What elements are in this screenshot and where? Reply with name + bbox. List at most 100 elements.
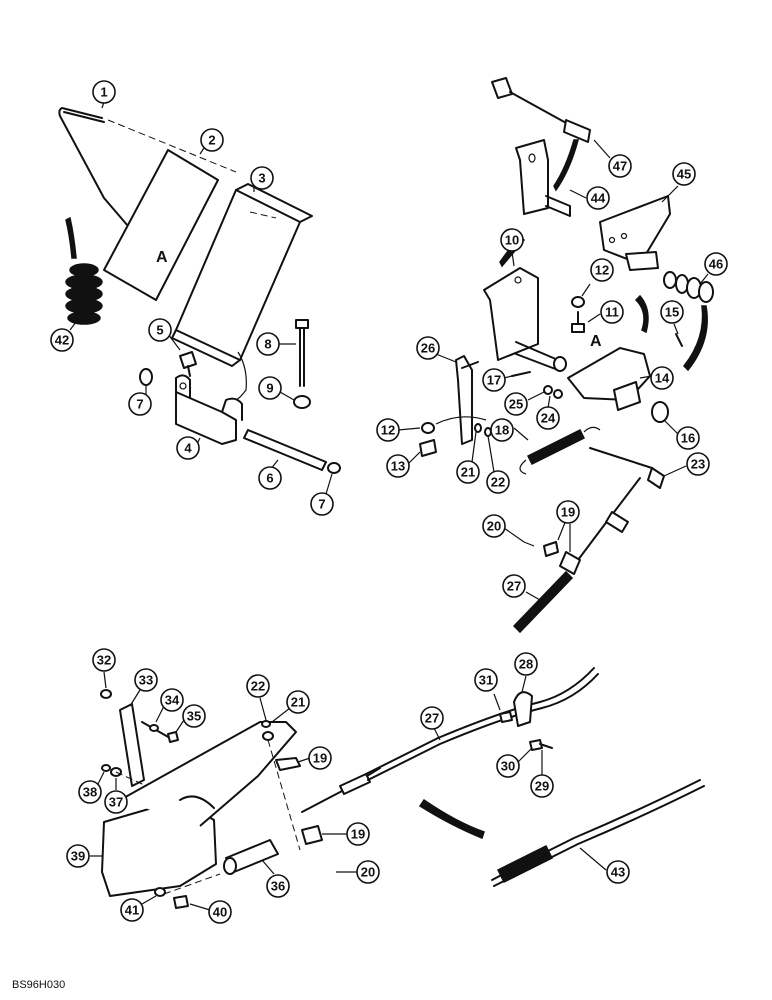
cable-assembly: [100, 667, 705, 909]
svg-text:32: 32: [97, 653, 111, 668]
svg-text:6: 6: [266, 471, 273, 486]
callout-18: 18: [490, 418, 529, 442]
callout-5: 5: [148, 318, 181, 351]
callout-15: 15: [660, 300, 684, 335]
callout-4: 4: [176, 436, 201, 460]
callout-40: 40: [189, 900, 232, 924]
cable-43: [491, 779, 705, 887]
svg-text:28: 28: [519, 657, 533, 672]
svg-text:42: 42: [55, 333, 69, 348]
callout-16: 16: [663, 419, 700, 450]
svg-text:13: 13: [391, 459, 405, 474]
svg-text:3: 3: [258, 171, 265, 186]
callout-25: 25: [504, 391, 545, 416]
callout-33: 33: [129, 668, 158, 707]
svg-text:19: 19: [313, 751, 327, 766]
svg-text:37: 37: [109, 795, 123, 810]
svg-text:12: 12: [381, 423, 395, 438]
svg-text:10: 10: [505, 233, 519, 248]
callout-35: 35: [175, 704, 206, 733]
callout-26: 26: [416, 336, 457, 363]
svg-text:8: 8: [264, 337, 271, 352]
callout-7a: 7: [128, 386, 152, 416]
callout-14: 14: [639, 366, 674, 390]
callout-30: 30: [496, 747, 533, 778]
svg-text:27: 27: [507, 579, 521, 594]
svg-text:14: 14: [655, 371, 670, 386]
svg-text:19: 19: [351, 827, 365, 842]
callout-42: 42: [50, 321, 77, 352]
svg-text:40: 40: [213, 905, 227, 920]
callout-23: 23: [663, 452, 710, 477]
callout-19b: 19: [297, 746, 332, 770]
svg-text:38: 38: [83, 785, 97, 800]
svg-text:11: 11: [605, 305, 619, 320]
svg-text:24: 24: [541, 411, 556, 426]
figure-code: BS96H030: [12, 979, 65, 991]
svg-text:30: 30: [501, 759, 515, 774]
svg-text:5: 5: [156, 323, 163, 338]
callout-2: 2: [199, 128, 224, 155]
svg-text:26: 26: [421, 341, 435, 356]
svg-text:16: 16: [681, 431, 695, 446]
svg-text:35: 35: [187, 709, 201, 724]
svg-text:18: 18: [495, 423, 509, 438]
svg-text:22: 22: [491, 475, 505, 490]
callout-22b: 22: [246, 674, 270, 721]
svg-text:19: 19: [561, 505, 575, 520]
callout-13: 13: [386, 451, 421, 478]
svg-text:4: 4: [184, 441, 192, 456]
callout-43: 43: [579, 847, 630, 884]
svg-text:39: 39: [71, 849, 85, 864]
svg-text:45: 45: [677, 167, 691, 182]
svg-text:25: 25: [509, 397, 523, 412]
callout-1: 1: [92, 80, 116, 109]
svg-text:23: 23: [691, 457, 705, 472]
svg-text:44: 44: [591, 191, 606, 206]
callout-32: 32: [92, 648, 116, 689]
callout-41: 41: [120, 895, 157, 922]
callout-36: 36: [261, 859, 290, 898]
svg-text:20: 20: [487, 519, 501, 534]
callout-8: 8: [256, 332, 296, 356]
callout-44: 44: [569, 186, 610, 210]
callout-27b: 27: [420, 706, 444, 741]
callout-24: 24: [536, 395, 560, 430]
lever-linkage-assembly: A: [419, 77, 714, 634]
callout-31: 31: [474, 668, 501, 711]
callout-3: 3: [250, 166, 274, 192]
svg-text:41: 41: [125, 903, 139, 918]
callout-46: 46: [699, 252, 728, 285]
svg-text:47: 47: [613, 159, 627, 174]
svg-text:7: 7: [136, 397, 143, 412]
callout-34: 34: [155, 688, 184, 723]
svg-text:17: 17: [487, 373, 501, 388]
callout-22a: 22: [486, 435, 510, 494]
callout-45: 45: [661, 162, 696, 203]
svg-text:A: A: [590, 333, 602, 350]
callout-19a: 19: [556, 500, 580, 552]
svg-text:1: 1: [100, 85, 107, 100]
callout-38: 38: [78, 771, 105, 804]
callout-28: 28: [514, 652, 538, 693]
svg-text:9: 9: [266, 381, 273, 396]
svg-text:A: A: [156, 249, 168, 266]
return-spring: [519, 426, 601, 475]
svg-text:34: 34: [165, 693, 180, 708]
callout-11: 11: [587, 300, 624, 324]
callout-9: 9: [258, 376, 295, 401]
svg-text:31: 31: [479, 673, 493, 688]
rubber-bumper: [65, 216, 103, 325]
svg-text:33: 33: [139, 673, 153, 688]
svg-text:21: 21: [291, 695, 305, 710]
svg-text:43: 43: [611, 865, 625, 880]
callout-12b: 12: [376, 418, 421, 442]
pedal-assembly: A: [58, 107, 341, 474]
svg-text:27: 27: [425, 711, 439, 726]
callout-21a: 21: [456, 431, 480, 484]
callout-37: 37: [104, 778, 128, 814]
svg-text:46: 46: [709, 257, 723, 272]
callout-17: 17: [482, 368, 513, 392]
callout-6: 6: [258, 459, 282, 490]
